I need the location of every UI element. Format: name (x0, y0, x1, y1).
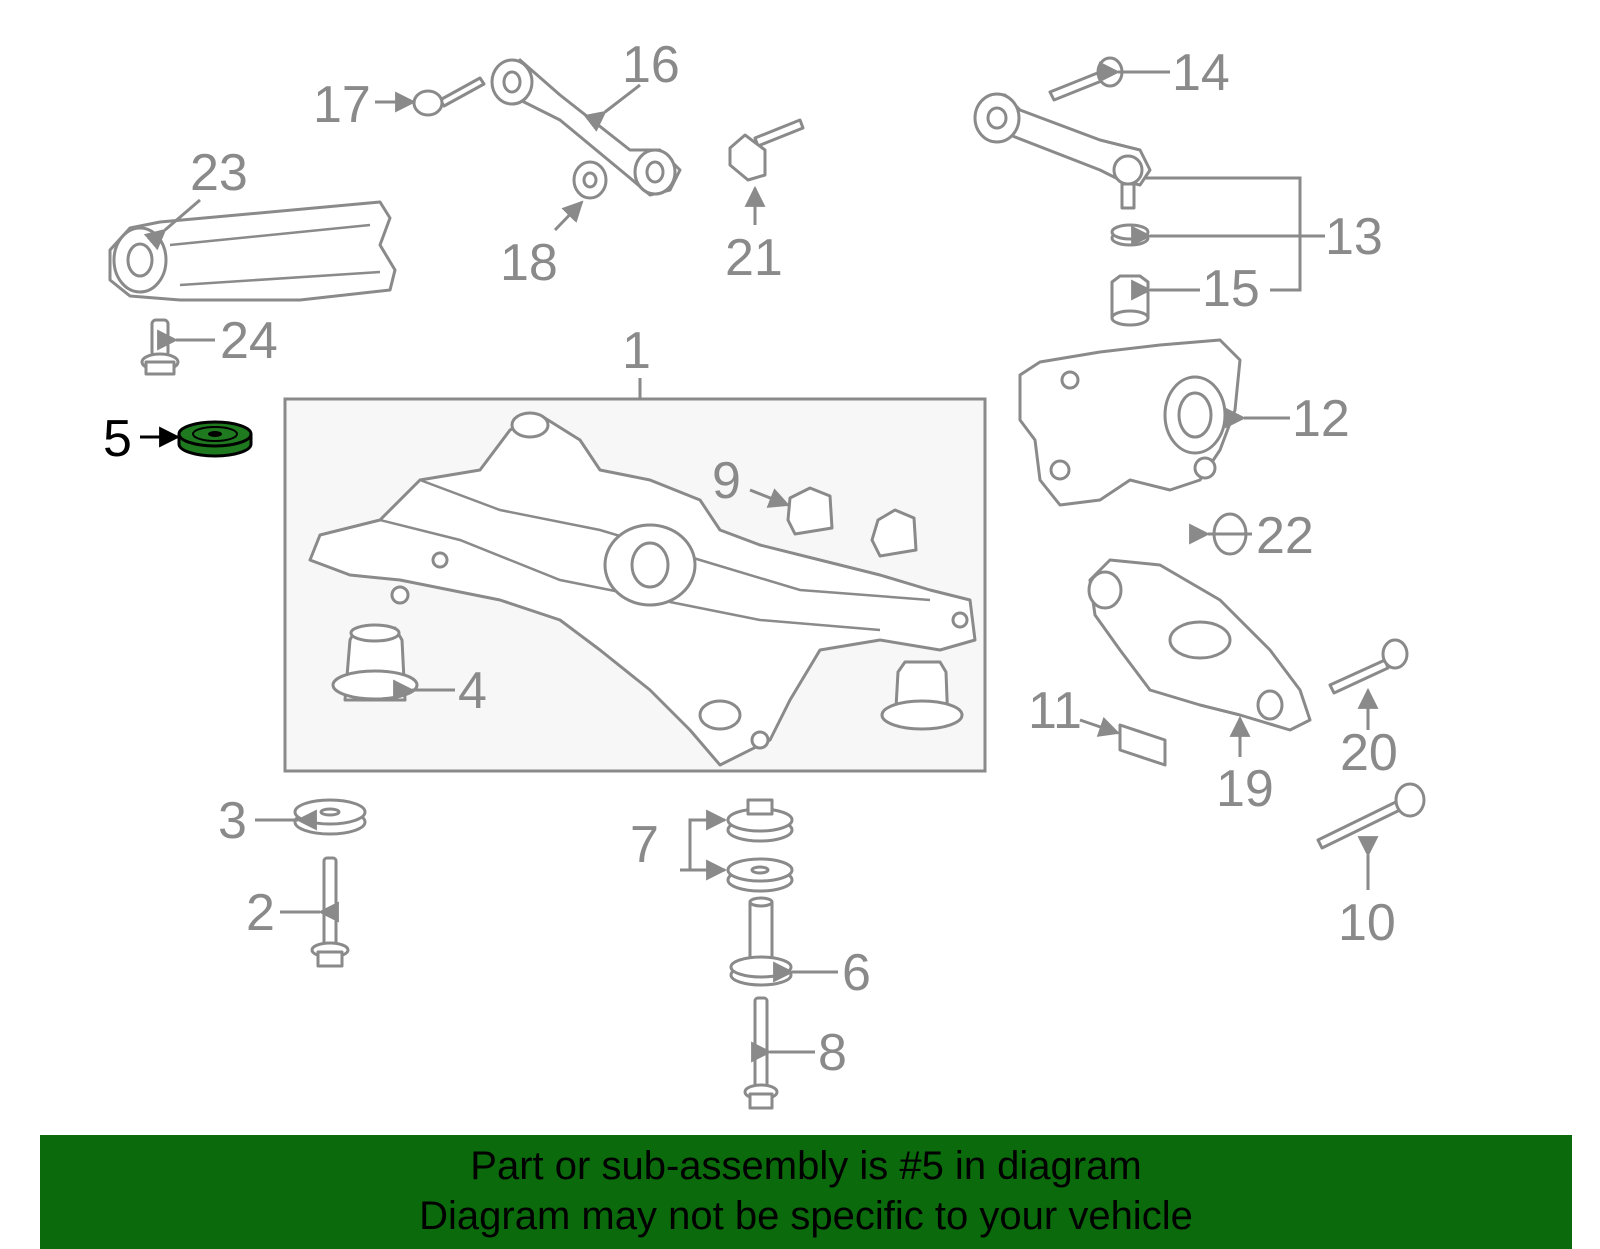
bushing-4[interactable] (331, 623, 419, 702)
callout-6: 6 (842, 944, 871, 1002)
callout-20: 20 (1340, 724, 1398, 782)
trailing-arm-23[interactable] (108, 200, 397, 302)
callout-24: 24 (220, 312, 278, 370)
washer-3[interactable] (293, 798, 367, 836)
washer-18[interactable] (572, 160, 608, 200)
cam-bolt-21[interactable] (728, 118, 805, 182)
callout-5: 5 (103, 410, 132, 468)
bolt-14[interactable] (1048, 56, 1124, 102)
leader-lines (140, 61, 1379, 1063)
callout-11: 11 (1028, 682, 1082, 740)
bolt-17[interactable] (412, 76, 486, 117)
callout-23: 23 (190, 144, 248, 202)
callout-12: 12 (1292, 390, 1350, 448)
banner-line-part: Part or sub-assembly is #5 in diagram (470, 1144, 1142, 1188)
upper-arm-13[interactable] (973, 92, 1152, 210)
mount-7-lower[interactable] (726, 857, 794, 893)
callout-21: 21 (725, 229, 783, 287)
banner-line-disclaimer: Diagram may not be specific to your vehi… (419, 1194, 1193, 1238)
mount-7-upper[interactable] (726, 798, 794, 843)
washer-5-highlighted[interactable] (177, 420, 253, 458)
bolt-20[interactable] (1328, 638, 1409, 695)
callout-1: 1 (622, 322, 651, 380)
callout-2: 2 (246, 884, 275, 942)
callout-labels: 1 2 3 4 5 6 7 8 9 10 11 12 13 14 15 16 1… (103, 36, 1398, 1082)
bolt-24[interactable] (140, 318, 180, 376)
callout-16: 16 (622, 36, 680, 94)
bolt-10[interactable] (1316, 782, 1426, 850)
callout-18: 18 (500, 234, 558, 292)
callout-17: 17 (313, 76, 371, 134)
callout-7: 7 (630, 816, 659, 874)
bushing-15[interactable] (1110, 274, 1150, 327)
callout-14: 14 (1172, 44, 1230, 102)
callout-9: 9 (712, 452, 741, 510)
callout-3: 3 (218, 792, 247, 850)
sleeve-6[interactable] (729, 896, 793, 987)
info-banner: Part or sub-assembly is #5 in diagram Di… (40, 1135, 1572, 1249)
callout-19: 19 (1216, 760, 1274, 818)
callout-10: 10 (1338, 894, 1396, 952)
ring-13[interactable] (1110, 223, 1150, 247)
bushing-9[interactable] (786, 486, 918, 558)
callout-15: 15 (1202, 260, 1260, 318)
bushing-4b[interactable] (880, 660, 964, 731)
plate-11[interactable] (1118, 723, 1167, 767)
lower-arm-19[interactable] (1087, 558, 1312, 732)
callout-8: 8 (818, 1024, 847, 1082)
knuckle-12[interactable] (1018, 338, 1242, 507)
subframe-group[interactable] (283, 397, 987, 773)
callout-13: 13 (1325, 208, 1383, 266)
callout-4: 4 (458, 662, 487, 720)
callout-22: 22 (1256, 507, 1314, 565)
